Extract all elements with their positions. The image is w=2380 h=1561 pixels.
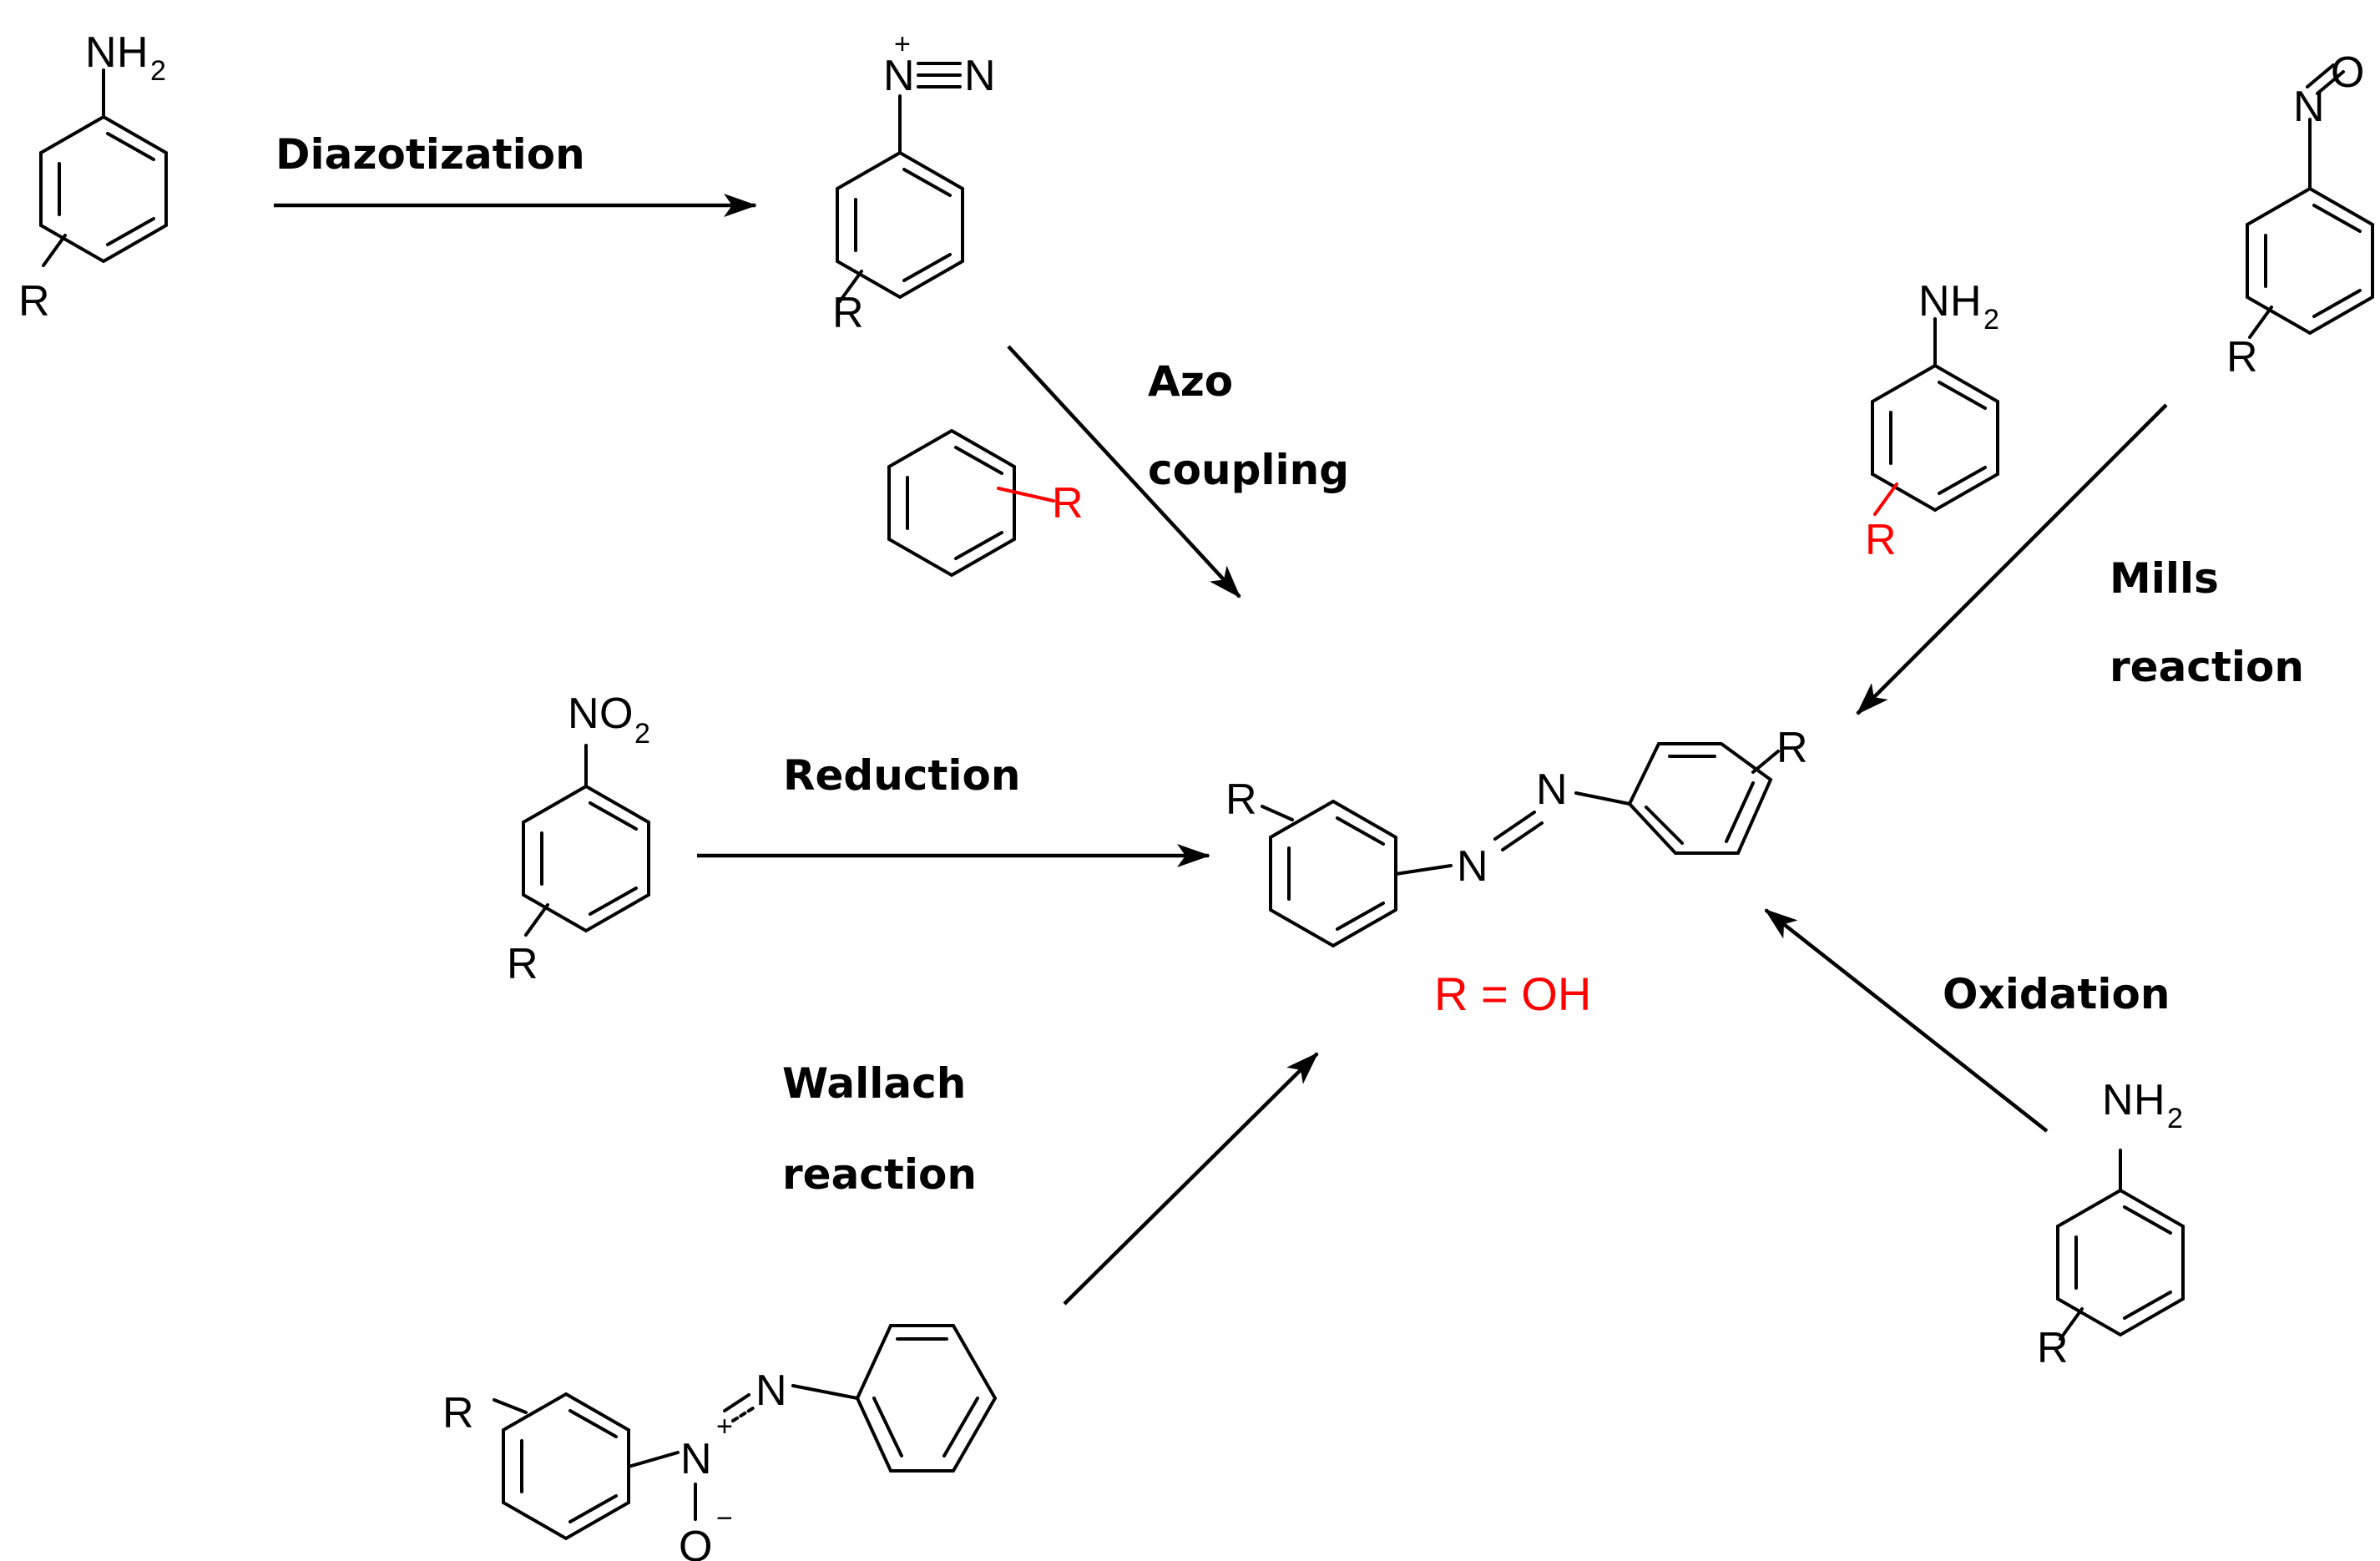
r-substituent-label: R <box>1776 724 1808 772</box>
nitrobenzene: N O 2 R <box>507 690 650 988</box>
amino-n-label: N <box>1918 277 1950 326</box>
nitrosobenzene: N O R <box>2226 48 2374 381</box>
azoxy-o-charge: − <box>716 1503 733 1534</box>
azoxy-n1-label: N <box>680 1435 712 1483</box>
aniline-mills: N H 2 R <box>1865 277 1999 564</box>
nitroso-n-label: N <box>2293 83 2325 131</box>
azo-coupling-arrow <box>1007 345 1241 599</box>
r-substituent-label: R <box>1225 775 1257 824</box>
r-substituent-label-red: R <box>1865 516 1897 564</box>
substituted-benzene: R <box>887 428 1084 578</box>
wallach-arrow <box>1063 1052 1319 1306</box>
r-substituent-label: R <box>2226 333 2258 381</box>
amino-h-label: H <box>2134 1076 2165 1124</box>
diazonium-charge: + <box>894 28 911 60</box>
amino-h-label: H <box>117 28 149 77</box>
nitroso-o-label: O <box>2331 48 2364 97</box>
mills-label-line1: Mills <box>2110 554 2219 603</box>
oxidation-arrow <box>1764 908 2049 1133</box>
wallach-label-line1: Wallach <box>782 1059 966 1108</box>
azo-coupling-label-line1: Azo <box>1148 357 1233 406</box>
mills-arrow <box>1856 403 2168 715</box>
azoxy-n2-label: N <box>755 1367 787 1415</box>
reduction-label: Reduction <box>783 751 1020 800</box>
r-substituent-label: R <box>18 277 50 326</box>
amino-subscript: 2 <box>2167 1103 2183 1134</box>
mills-label-line2: reaction <box>2110 643 2304 691</box>
azobenzene-product: R N N R <box>1225 724 1808 948</box>
azoxybenzene: R N + O − N <box>442 1324 998 1561</box>
amino-subscript: 2 <box>1983 304 1999 336</box>
r-substituent-label-red: R <box>1052 479 1084 528</box>
nitro-subscript: 2 <box>634 718 650 750</box>
r-substituent-label: R <box>2037 1324 2069 1372</box>
azo-coupling-label-line2: coupling <box>1148 446 1349 494</box>
nitro-n-label: N <box>568 690 599 738</box>
amino-subscript: 2 <box>150 55 166 87</box>
amino-h-label: H <box>1950 277 1982 326</box>
r-substituent-label: R <box>832 289 864 337</box>
r-substituent-label: R <box>442 1389 474 1437</box>
diazonium-salt: N + N R <box>832 28 996 337</box>
wallach-label-line2: reaction <box>782 1150 977 1199</box>
azo-n1-label: N <box>1457 842 1488 891</box>
amino-n-label: N <box>85 28 117 77</box>
azo-n2-label: N <box>1536 765 1568 814</box>
diazonium-n1-label: N <box>883 52 915 100</box>
nitro-o-label: O <box>599 690 633 738</box>
aniline-top-left: N H 2 R <box>18 28 168 326</box>
oxidation-label: Oxidation <box>1943 970 2170 1018</box>
diazonium-n2-label: N <box>964 52 996 100</box>
amino-n-label: N <box>2102 1076 2134 1124</box>
r-substituent-label: R <box>507 940 538 988</box>
azoxy-n1-charge: + <box>716 1411 733 1442</box>
aniline-oxidation: N H 2 R <box>2037 1076 2185 1372</box>
azoxy-o-label: O <box>679 1523 712 1561</box>
substituent-note: R = OH <box>1434 967 1591 1020</box>
diazotization-label: Diazotization <box>275 130 585 179</box>
